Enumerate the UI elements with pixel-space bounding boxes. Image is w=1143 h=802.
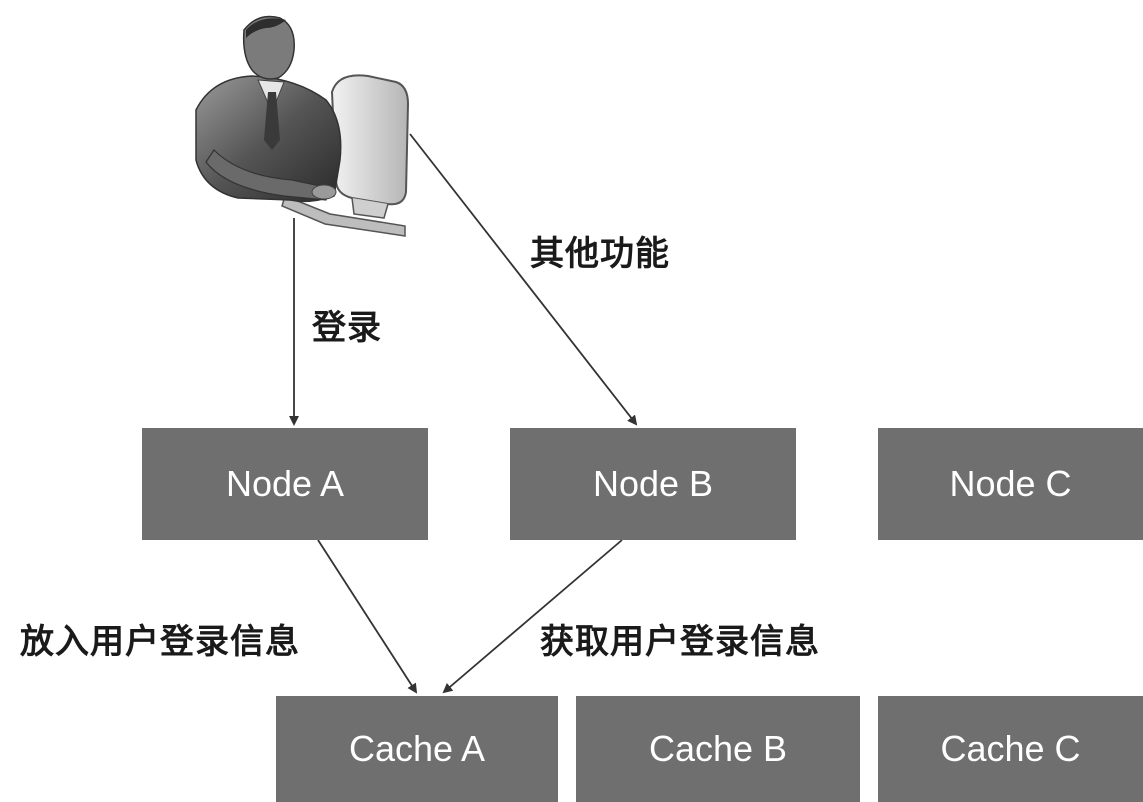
get-login-info-label: 获取用户登录信息 [540, 622, 820, 662]
put-login-info-arrow [317, 539, 418, 694]
put-login-info-label: 放入用户登录信息 [20, 622, 300, 662]
other-functions-arrow [409, 133, 638, 426]
cache-b-box: Cache B [576, 696, 860, 802]
other-functions-label: 其他功能 [530, 234, 670, 274]
node-c-box: Node C [878, 428, 1143, 540]
user-at-computer-icon [195, 15, 410, 237]
cache-a-box: Cache A [276, 696, 558, 802]
node-b-box: Node B [510, 428, 796, 540]
login-label: 登录 [312, 308, 382, 348]
cache-c-box: Cache C [878, 696, 1143, 802]
node-a-box: Node A [142, 428, 428, 540]
get-login-info-arrow [442, 539, 623, 694]
